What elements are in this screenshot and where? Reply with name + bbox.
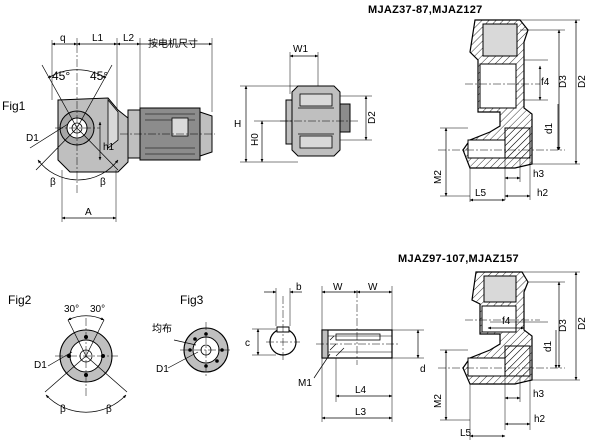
angle-30-left: 30° <box>64 304 79 315</box>
dim-L2: L2 <box>123 33 135 44</box>
dim-b: b <box>296 282 302 293</box>
dim-h2-bottom: h2 <box>534 414 546 425</box>
dim-D3-top: D3 <box>558 75 569 88</box>
dim-D2-bottom: D2 <box>577 317 588 330</box>
dim-W1: W1 <box>293 44 308 55</box>
angle-beta-right-fig1: β <box>100 177 106 188</box>
dim-L1: L1 <box>92 33 104 44</box>
fig1-label: Fig1 <box>2 99 26 113</box>
shaft-detail <box>252 286 424 422</box>
fig3-flange-view <box>167 322 232 378</box>
dim-h2-top: h2 <box>537 188 549 199</box>
dim-c: c <box>245 338 250 349</box>
dim-q: q <box>60 33 66 44</box>
dim-h1: h1 <box>103 142 115 153</box>
uniform-note: 均布 <box>152 323 172 335</box>
dim-f4-top: f4 <box>541 77 550 88</box>
dim-h3-top: h3 <box>533 169 545 180</box>
dim-d: d <box>420 364 426 375</box>
fig1-gearmotor-front-view <box>29 38 215 222</box>
angle-45-left: 45° <box>52 69 70 83</box>
dim-L5-bottom: L5 <box>460 428 472 439</box>
dim-M1: M1 <box>298 378 312 389</box>
angle-30-right: 30° <box>90 304 105 315</box>
dim-W-left: W <box>333 282 343 293</box>
section-top-view <box>438 19 580 202</box>
dim-A: A <box>85 207 92 218</box>
fig3-label: Fig3 <box>180 293 204 307</box>
angle-beta-right-fig2: β <box>106 404 112 415</box>
dim-L3: L3 <box>355 407 367 418</box>
dim-h3-bottom: h3 <box>533 389 545 400</box>
dim-L4: L4 <box>355 385 367 396</box>
section-bottom-view <box>438 271 580 440</box>
dim-L5-top: L5 <box>475 188 487 199</box>
dim-D1-fig3: D1 <box>156 364 169 375</box>
dim-D1-fig1: D1 <box>26 133 39 144</box>
fig2-label: Fig2 <box>8 293 32 307</box>
dim-H: H <box>234 119 241 130</box>
title-top: MJAZ37-87,MJAZ127 <box>368 4 483 16</box>
dim-D3-bottom: D3 <box>558 319 569 332</box>
dim-d1-top: d1 <box>544 122 555 134</box>
dim-W-right: W <box>368 282 378 293</box>
side-view <box>240 52 372 163</box>
dim-D2-side: D2 <box>367 111 378 124</box>
motor-size-note: 按电机尺寸 <box>148 37 198 50</box>
title-bottom: MJAZ97-107,MJAZ157 <box>398 253 519 265</box>
dim-f4-bottom: f4 <box>502 316 511 327</box>
dim-H0: H0 <box>250 133 261 146</box>
dim-M2-top: M2 <box>433 170 444 184</box>
dim-M2-bottom: M2 <box>433 394 444 408</box>
angle-beta-left-fig1: β <box>50 177 56 188</box>
fig2-flange-view <box>44 315 128 413</box>
angle-45-right: 45° <box>90 69 108 83</box>
dim-D1-fig2: D1 <box>34 360 47 371</box>
dim-d1-bottom: d1 <box>543 340 554 352</box>
angle-beta-left-fig2: β <box>60 404 66 415</box>
dim-D2-top: D2 <box>577 75 588 88</box>
